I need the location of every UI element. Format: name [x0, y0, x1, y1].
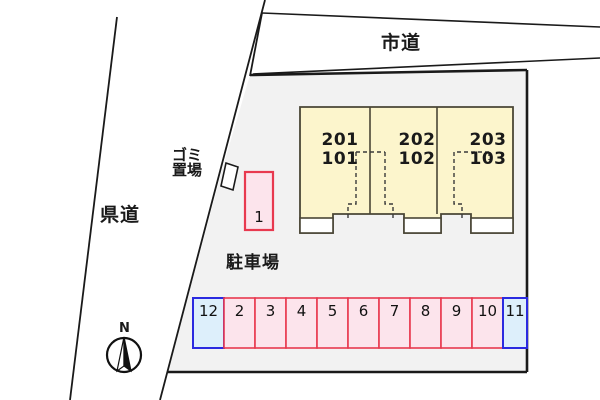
parking-stall-7[interactable]	[378, 297, 411, 349]
parking-stall-5[interactable]	[316, 297, 349, 349]
city-road-label: 市道	[381, 32, 422, 54]
unit-3-upper: 203	[469, 130, 507, 150]
prefectural-road-right-edge	[159, 0, 266, 400]
parking-stall-11-number[interactable]: 11	[505, 302, 525, 320]
parking-stall-12-number[interactable]: 12	[198, 302, 219, 320]
parking-stall-10-number[interactable]: 10	[477, 302, 498, 320]
staircase-unit-1-icon	[347, 152, 357, 218]
unit-3-entry-strip	[470, 217, 514, 234]
parking-stall-5-number[interactable]: 5	[327, 302, 338, 320]
parking-area-label: 駐車場	[226, 253, 280, 273]
parking-stall-11[interactable]	[502, 297, 528, 349]
parking-stall-4-number[interactable]: 4	[296, 302, 307, 320]
parking-stall-1-number[interactable]: 1	[254, 208, 264, 226]
unit-2-entry-strip	[403, 217, 442, 234]
compass-north-label: N	[119, 321, 130, 336]
parking-stall-8-number[interactable]: 8	[420, 302, 431, 320]
staircase-unit-3-icon	[453, 152, 463, 218]
city-road-left-end	[249, 12, 263, 77]
unit-2-lower: 102	[398, 149, 436, 170]
plot-boundary-north	[249, 68, 528, 77]
garbage-station-marker	[220, 161, 239, 192]
staircase-unit-2-icon	[384, 152, 394, 218]
parking-stall-2[interactable]	[223, 297, 256, 349]
parking-stall-9[interactable]	[440, 297, 473, 349]
garbage-station-label: ゴミ 置場	[172, 146, 203, 179]
parking-stall-6-number[interactable]: 6	[358, 302, 369, 320]
parking-stall-9-number[interactable]: 9	[451, 302, 462, 320]
city-road-near-edge	[252, 57, 600, 75]
unit-2-upper: 202	[398, 130, 436, 150]
unit-3-lower: 103	[469, 149, 507, 170]
parking-stall-1[interactable]	[243, 170, 275, 232]
compass-needle-east-half	[123, 336, 132, 373]
city-road-far-edge	[261, 12, 600, 28]
parking-stall-8[interactable]	[409, 297, 442, 349]
parking-stall-3[interactable]	[254, 297, 287, 349]
prefectural-road-label: 県道	[100, 204, 141, 226]
parking-stall-3-number[interactable]: 3	[265, 302, 276, 320]
parking-stall-7-number[interactable]: 7	[389, 302, 400, 320]
parking-stall-2-number[interactable]: 2	[234, 302, 245, 320]
unit-1-entry-strip	[299, 217, 334, 234]
unit-1-lower: 101	[321, 149, 359, 170]
prefectural-road-left-edge	[69, 16, 118, 400]
unit-1-upper: 201	[321, 130, 359, 150]
building-footprint	[299, 106, 514, 234]
